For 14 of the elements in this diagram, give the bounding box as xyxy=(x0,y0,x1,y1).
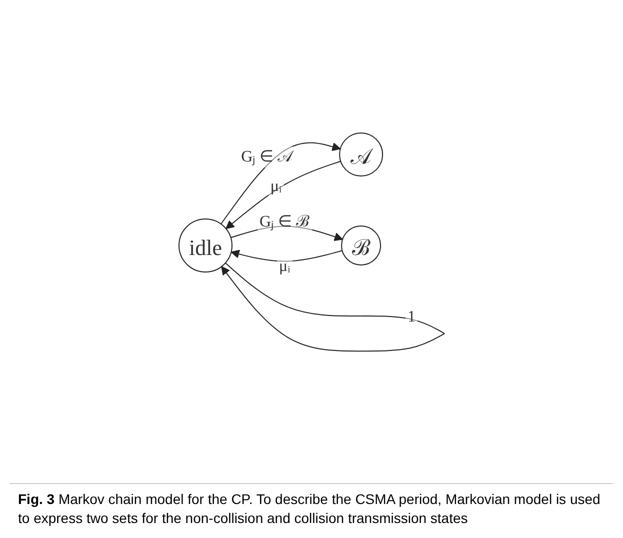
node-circle: idle xyxy=(178,218,232,272)
node-circle: ℬ xyxy=(340,225,381,266)
node-circle: 𝒜 xyxy=(338,132,383,176)
arrow xyxy=(220,262,445,352)
figure-caption: Fig. 3 Markov chain model for the CP. To describe the CSMA period, Markovian model is used to express two sets for the non-collision and collision transmission states xyxy=(10,483,613,538)
edge-label: μᵢ xyxy=(270,178,282,195)
arrow xyxy=(230,225,343,241)
edge-label: 1 xyxy=(407,308,416,326)
arrow xyxy=(220,142,340,224)
arrow xyxy=(230,249,342,262)
edge-label: Gⱼ ∈ 𝒜 xyxy=(240,148,292,166)
arrow xyxy=(225,160,341,229)
edge-label: Gⱼ ∈ ℬ xyxy=(259,212,309,230)
edge-label: μᵢ xyxy=(278,258,290,275)
